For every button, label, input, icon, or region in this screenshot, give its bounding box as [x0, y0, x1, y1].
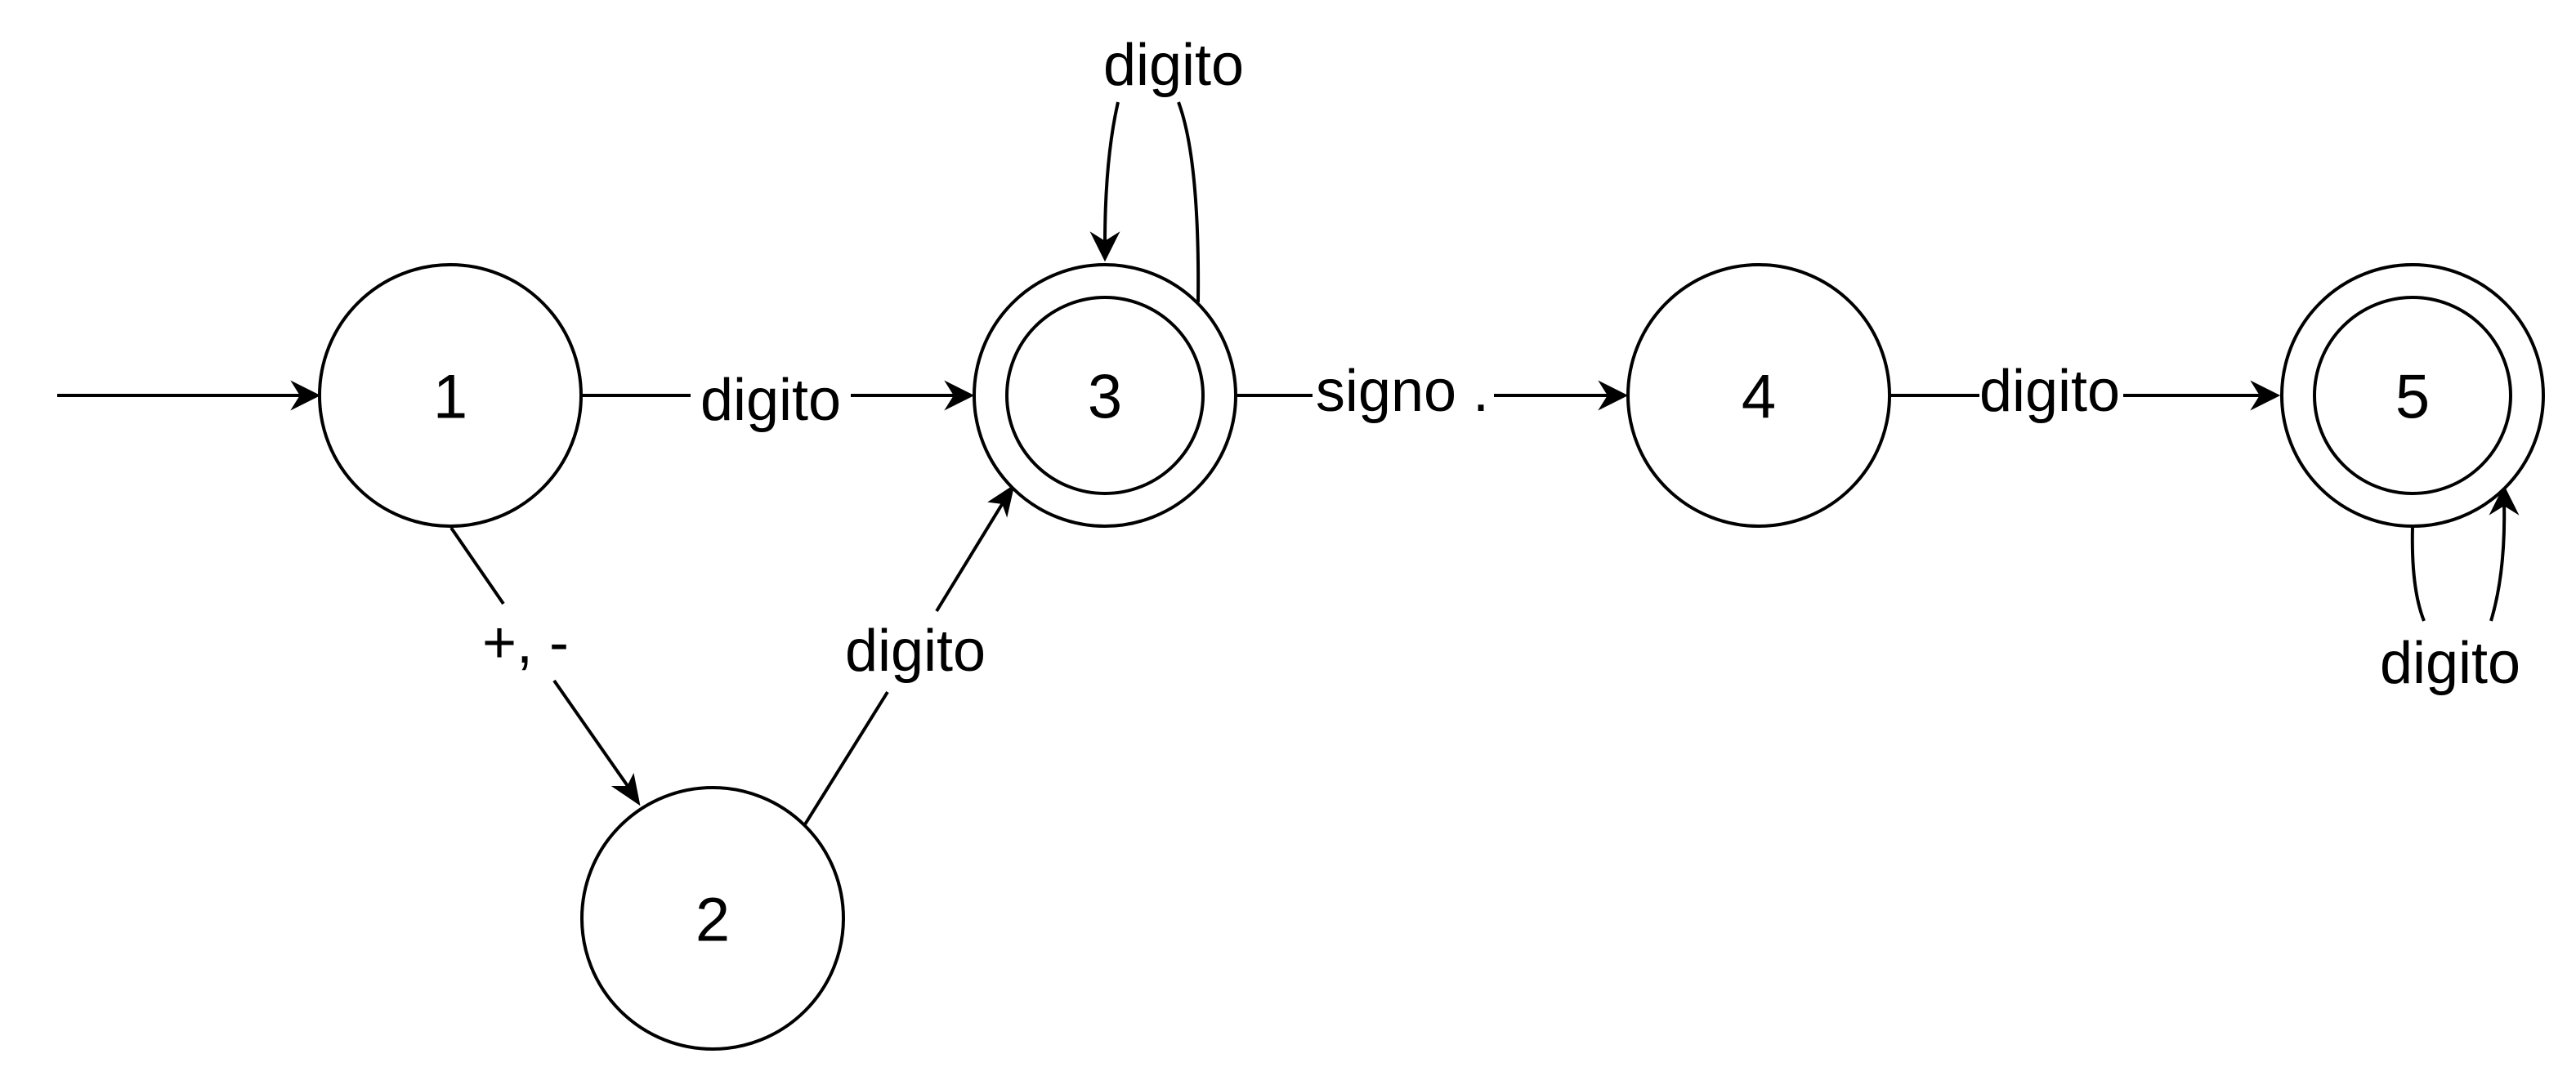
transition-3-self-loop: digito	[1089, 33, 1244, 303]
state-5-accepting: 5	[2280, 263, 2545, 528]
transition-1-to-2: +, -	[449, 526, 641, 806]
state-label-3: 3	[1088, 363, 1122, 432]
transition-label-3-self: digito	[1103, 33, 1244, 98]
transition-label-2-3: digito	[845, 618, 986, 684]
transition-label-4-5: digito	[1979, 359, 2120, 424]
state-label-2: 2	[695, 886, 730, 955]
state-label-1: 1	[433, 363, 467, 432]
transition-label-5-self: digito	[2380, 631, 2520, 696]
state-1: 1	[318, 263, 583, 528]
initial-arrow	[57, 380, 321, 411]
transition-3-to-4: signo .	[1237, 359, 1629, 426]
transition-2-to-3: digito	[803, 484, 1015, 826]
accepting-ring-5	[2313, 296, 2512, 495]
state-3-accepting: 3	[973, 263, 1237, 528]
transition-1-to-3: digito	[582, 364, 975, 433]
state-label-4: 4	[1742, 363, 1776, 432]
transition-label-1-3: digito	[700, 368, 841, 433]
state-label-5: 5	[2395, 363, 2430, 432]
accepting-ring-3	[1005, 296, 1205, 495]
state-4: 4	[1626, 263, 1891, 528]
transition-label-1-2: +, -	[482, 610, 569, 676]
transition-label-3-4: signo .	[1316, 359, 1489, 424]
transition-5-self-loop: digito	[2380, 484, 2520, 696]
transition-4-to-5: digito	[1890, 359, 2281, 426]
state-2: 2	[580, 786, 845, 1051]
